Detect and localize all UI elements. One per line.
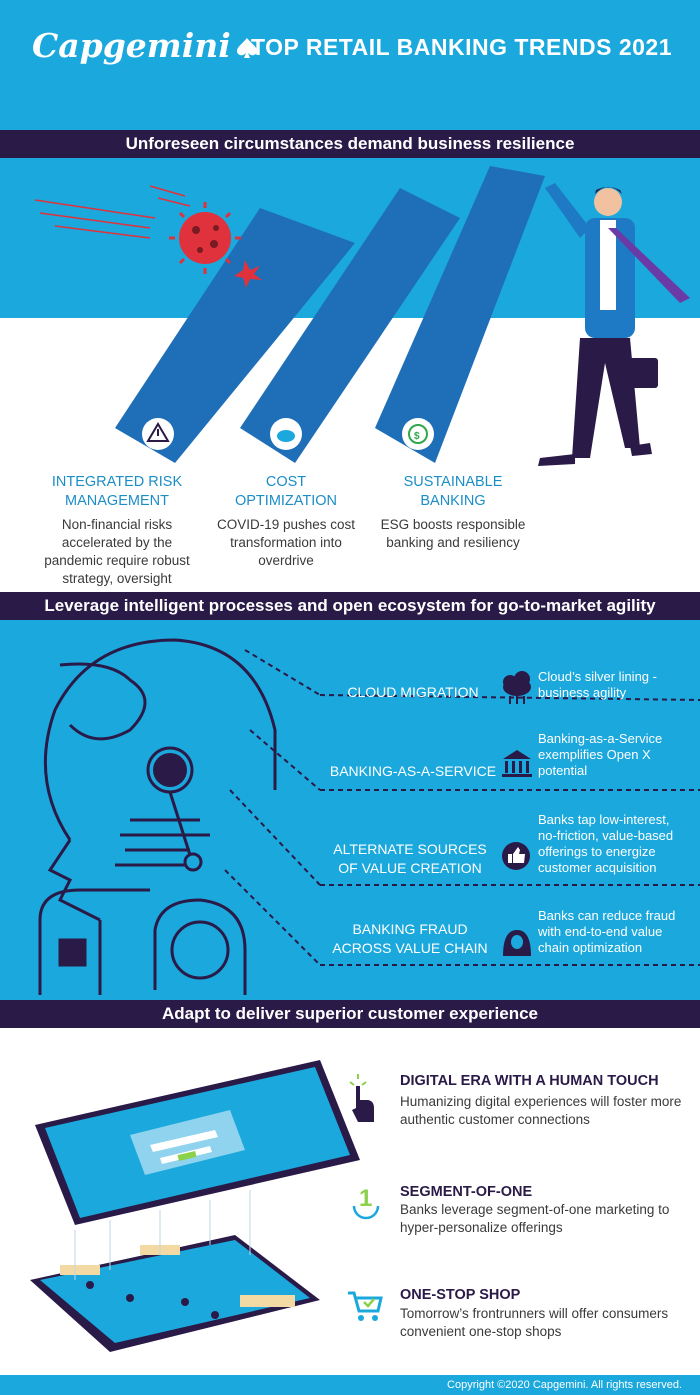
shopping-cart-icon: [348, 1291, 383, 1321]
virus-icon: [169, 202, 262, 288]
exp-desc-human-touch: Humanizing digital experiences will fost…: [400, 1094, 682, 1127]
motion-lines: [34, 185, 191, 239]
domino-illustration: $: [34, 166, 690, 466]
recycle-money-icon: $: [402, 418, 434, 450]
touch-hand-icon: [349, 1074, 374, 1122]
exp-desc-one-stop-shop: Tomorrow’s frontrunners will offer consu…: [400, 1306, 669, 1339]
agility-panel: [0, 620, 700, 1000]
header: Capgemini TOP RETAIL BANKING TRENDS 2021: [0, 0, 700, 130]
domino-1: [115, 208, 355, 463]
label-cloud-migration: CLOUD MIGRATION: [347, 684, 479, 700]
domino-3: [375, 166, 545, 463]
hacker-icon: [503, 930, 531, 956]
spade-icon: [236, 38, 257, 58]
robot-illustration: [38, 638, 700, 995]
exp-desc-segment-of-one: Banks leverage segment-of-one marketing …: [400, 1202, 670, 1235]
desc-banking-fraud: Banks can reduce fraud with end-to-end v…: [538, 908, 676, 955]
svg-text:$: $: [414, 431, 420, 442]
number-one-icon: 1: [352, 1185, 380, 1220]
section-heading-agility: Leverage intelligent processes and open …: [0, 592, 700, 620]
trend-desc: COVID-19 pushes cost transformation into…: [216, 517, 356, 568]
svg-text:1: 1: [359, 1185, 372, 1212]
exp-title-segment-of-one: SEGMENT-OF-ONE: [400, 1184, 533, 1200]
businessman-illustration: [538, 183, 690, 466]
section-heading-resilience: Unforeseen circumstances demand business…: [0, 130, 700, 158]
thumbs-up-icon: [502, 842, 530, 870]
trend-desc: Non-financial risks accelerated by the p…: [44, 517, 190, 586]
capgemini-logo: Capgemini: [32, 26, 259, 65]
footer-copyright: Copyright ©2020 Capgemini. All rights re…: [0, 1375, 700, 1395]
desc-banking-as-a-service: Banking-as-a-Service exemplifies Open X …: [538, 731, 663, 778]
desc-cloud-migration: Cloud’s silver lining - business agility: [538, 669, 657, 700]
piggy-bank-icon: [270, 418, 302, 450]
desc-alternate-sources: Banks tap low-interest, no-friction, val…: [538, 812, 674, 875]
section-heading-customer-experience: Adapt to deliver superior customer exper…: [0, 1000, 700, 1028]
exp-title-human-touch: DIGITAL ERA WITH A HUMAN TOUCH: [400, 1073, 659, 1089]
domino-2: [240, 188, 460, 463]
exp-title-one-stop-shop: ONE-STOP SHOP: [400, 1287, 521, 1303]
bank-icon: [502, 750, 532, 777]
phone-branch-illustration: [30, 1060, 360, 1352]
cloud-icon: [503, 671, 531, 704]
warning-icon: [142, 418, 174, 450]
trend-desc: ESG boosts responsible banking and resil…: [380, 517, 526, 550]
page-title: TOP RETAIL BANKING TRENDS 2021: [251, 34, 672, 60]
label-banking-as-a-service: BANKING-AS-A-SERVICE: [329, 763, 497, 779]
